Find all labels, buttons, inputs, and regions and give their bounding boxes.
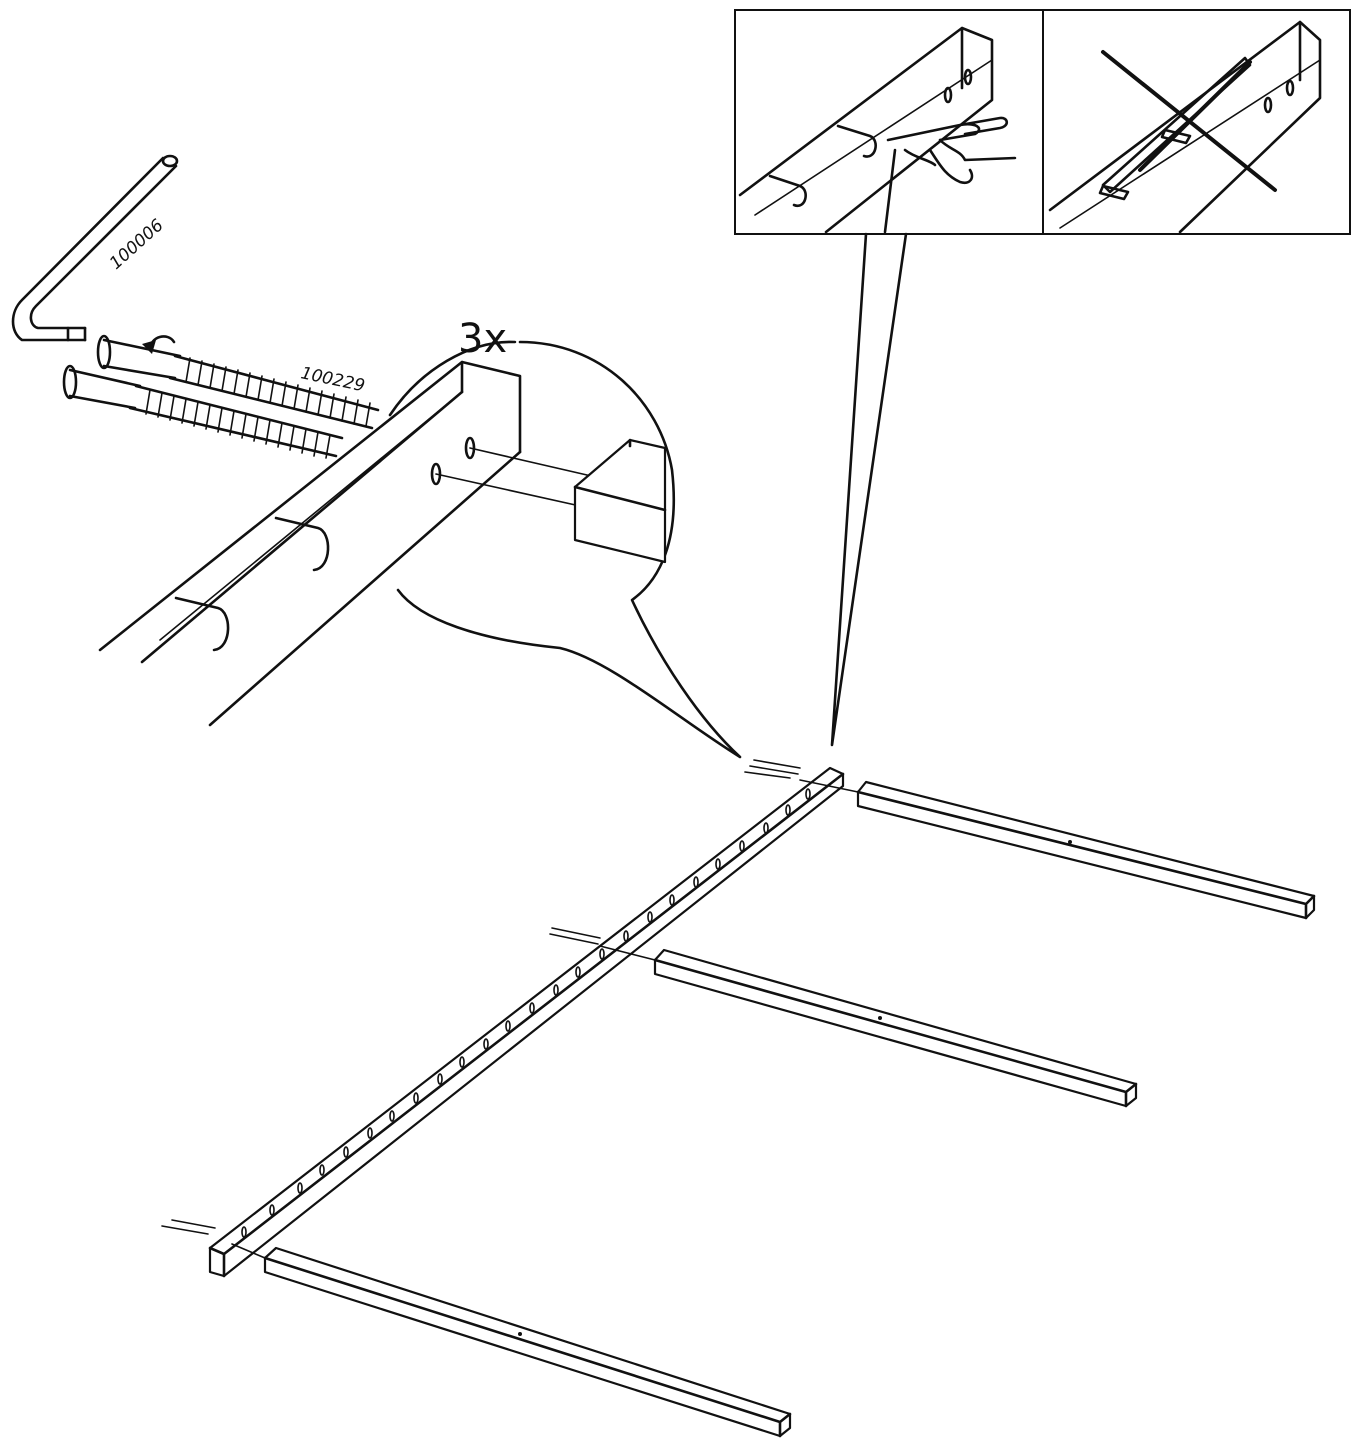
- joint-bolts-bottom: [161, 1219, 266, 1259]
- cross-icon: [1101, 50, 1277, 192]
- inset-panels: [734, 9, 1351, 747]
- inset-correct: [738, 26, 1017, 234]
- cross-beam-middle: [653, 948, 1138, 1108]
- key-part-number: 100006: [106, 215, 168, 273]
- pointing-hand-icon: [886, 116, 1017, 184]
- side-rail: [208, 766, 845, 1278]
- joint-bolts-middle: [549, 927, 656, 961]
- bolt-lower: [62, 364, 344, 459]
- allen-key: [11, 154, 179, 342]
- inset-wrong: [1048, 20, 1322, 234]
- quantity-label: 3x: [458, 316, 507, 362]
- rotate-arrow-icon: [142, 335, 176, 354]
- frame-assembly: [161, 759, 1316, 1438]
- bolt-upper: [96, 334, 380, 430]
- cross-beam-bottom: [263, 1246, 792, 1438]
- zoomed-joint: 3x: [98, 316, 742, 759]
- rail-holes: [241, 788, 811, 1238]
- joint-bolts-top: [744, 759, 859, 793]
- cross-beam-top: [856, 780, 1316, 920]
